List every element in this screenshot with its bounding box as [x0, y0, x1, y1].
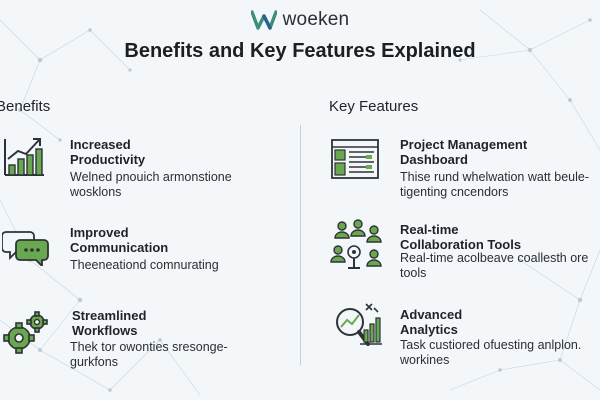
brand-name: woeken [282, 9, 350, 30]
analytics-magnifier-icon [336, 303, 382, 346]
benefit-desc: Welned pnouich armonstione wosklons [70, 170, 232, 200]
benefit-title-line1: Improved [70, 225, 129, 240]
team-collaboration-icon [330, 219, 382, 269]
feature-desc-line1: Real-time acolbeave coallesth ore [400, 251, 589, 265]
benefit-desc-line2: gurkfons [70, 355, 118, 369]
benefit-title-line1: Increased [70, 137, 131, 152]
feature-desc-line1: Thise rund whelwation watt beule- [400, 170, 589, 184]
feature-desc-line2: workines [400, 353, 450, 367]
benefit-title: Streamlined Workflows [72, 308, 146, 338]
feature-title: Real-time Collaboration Tools [400, 222, 521, 252]
benefit-title: Improved Communication [70, 225, 168, 255]
benefit-desc: Theeneationd comnurating [70, 258, 219, 273]
feature-desc: Real-time acolbeave coallesth ore tools [400, 251, 588, 281]
benefit-desc-line1: Welned pnouich armonstione [70, 170, 232, 184]
feature-desc-line2: tigenting cncendors [400, 185, 509, 199]
benefit-desc-line2: wosklons [70, 185, 122, 199]
page-title: Benefits and Key Features Explained [124, 40, 476, 62]
feature-title-line2: Dashboard [400, 152, 468, 167]
growth-chart-icon [4, 138, 44, 176]
feature-title: Project Management Dashboard [400, 137, 527, 167]
feature-title-line1: Real-time [400, 222, 459, 237]
benefit-title-line2: Productivity [70, 152, 146, 167]
feature-desc-line1: Task custiored ofuesting anlplon. [400, 338, 582, 352]
benefit-title-line2: Communication [70, 240, 169, 255]
feature-title-line1: Advanced [400, 307, 463, 322]
feature-title: Advanced Analytics [400, 307, 462, 337]
benefit-title-line1: Streamlined [72, 308, 147, 323]
benefit-desc-line1: Thek tor owonties sresonge- [70, 340, 228, 354]
feature-title-line1: Project Management [400, 137, 528, 152]
feature-desc: Thise rund whelwation watt beule- tigent… [400, 170, 589, 200]
chat-bubbles-icon [2, 231, 49, 266]
brand-header: woeken [0, 9, 600, 31]
benefit-desc-line1: Theeneationd comnurating [70, 258, 219, 272]
feature-title-line2: Analytics [400, 322, 458, 337]
w-logo-icon [250, 10, 277, 30]
features-heading: Key Features [329, 98, 419, 115]
benefits-heading: Benefits [0, 98, 51, 115]
dashboard-icon [331, 139, 379, 179]
feature-title-line2: Collaboration Tools [400, 237, 522, 252]
benefit-title: Increased Productivity [70, 137, 145, 167]
gears-icon [3, 311, 48, 354]
feature-desc: Task custiored ofuesting anlplon. workin… [400, 338, 581, 368]
benefit-desc: Thek tor owonties sresonge- gurkfons [70, 340, 228, 370]
column-divider [300, 125, 301, 365]
feature-desc-line2: tools [400, 266, 427, 280]
benefit-title-line2: Workflows [72, 323, 138, 338]
